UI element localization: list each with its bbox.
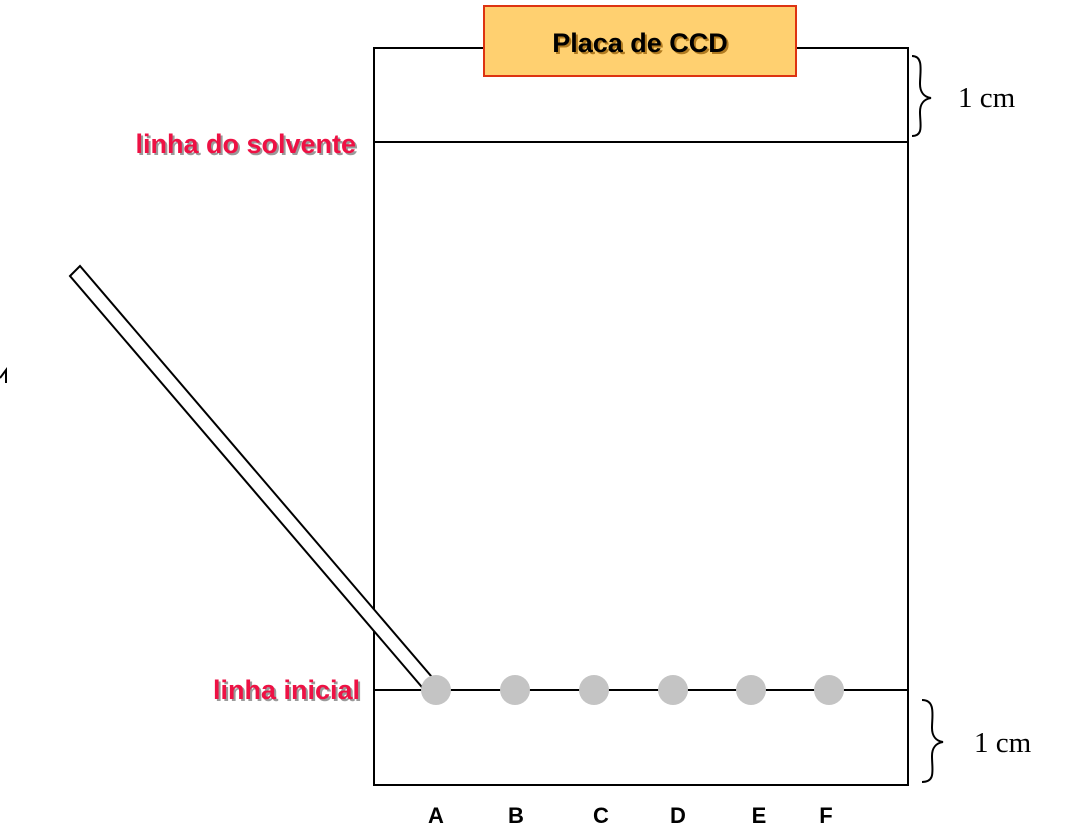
tlc-plate bbox=[373, 47, 909, 786]
plate-title-box bbox=[483, 5, 797, 77]
sample-spot-b bbox=[500, 675, 530, 705]
cropped-mark bbox=[0, 367, 7, 383]
sample-spot-c bbox=[579, 675, 609, 705]
lane-label-e: E bbox=[752, 803, 767, 828]
start-line-label-shadow: linha inicial bbox=[215, 677, 362, 707]
lane-label-c: C bbox=[593, 803, 609, 828]
plate-title: Placa de CCD bbox=[552, 28, 728, 58]
lane-label-a: A bbox=[428, 803, 444, 828]
lane-label-d: D bbox=[670, 803, 686, 828]
right-brace-icon bbox=[921, 699, 944, 783]
lane-label-b: B bbox=[508, 803, 524, 828]
sample-spot-a bbox=[421, 675, 451, 705]
bottom-margin-label: 1 cm bbox=[974, 727, 1032, 759]
sample-spot-f bbox=[814, 675, 844, 705]
lane-labels: A B C D E F bbox=[428, 803, 833, 828]
solvent-line-label-shadow: linha do solvente bbox=[137, 131, 358, 161]
sample-spot-e bbox=[736, 675, 766, 705]
start-line-label: linha inicial bbox=[213, 675, 360, 705]
plate-title-shadow: Placa de CCD bbox=[554, 30, 730, 60]
sample-spots bbox=[421, 675, 844, 705]
top-margin-label: 1 cm bbox=[958, 82, 1016, 114]
solvent-line-label: linha do solvente bbox=[135, 129, 356, 159]
right-brace-icon bbox=[911, 55, 932, 137]
sample-spot-d bbox=[658, 675, 688, 705]
lane-label-f: F bbox=[819, 803, 832, 828]
